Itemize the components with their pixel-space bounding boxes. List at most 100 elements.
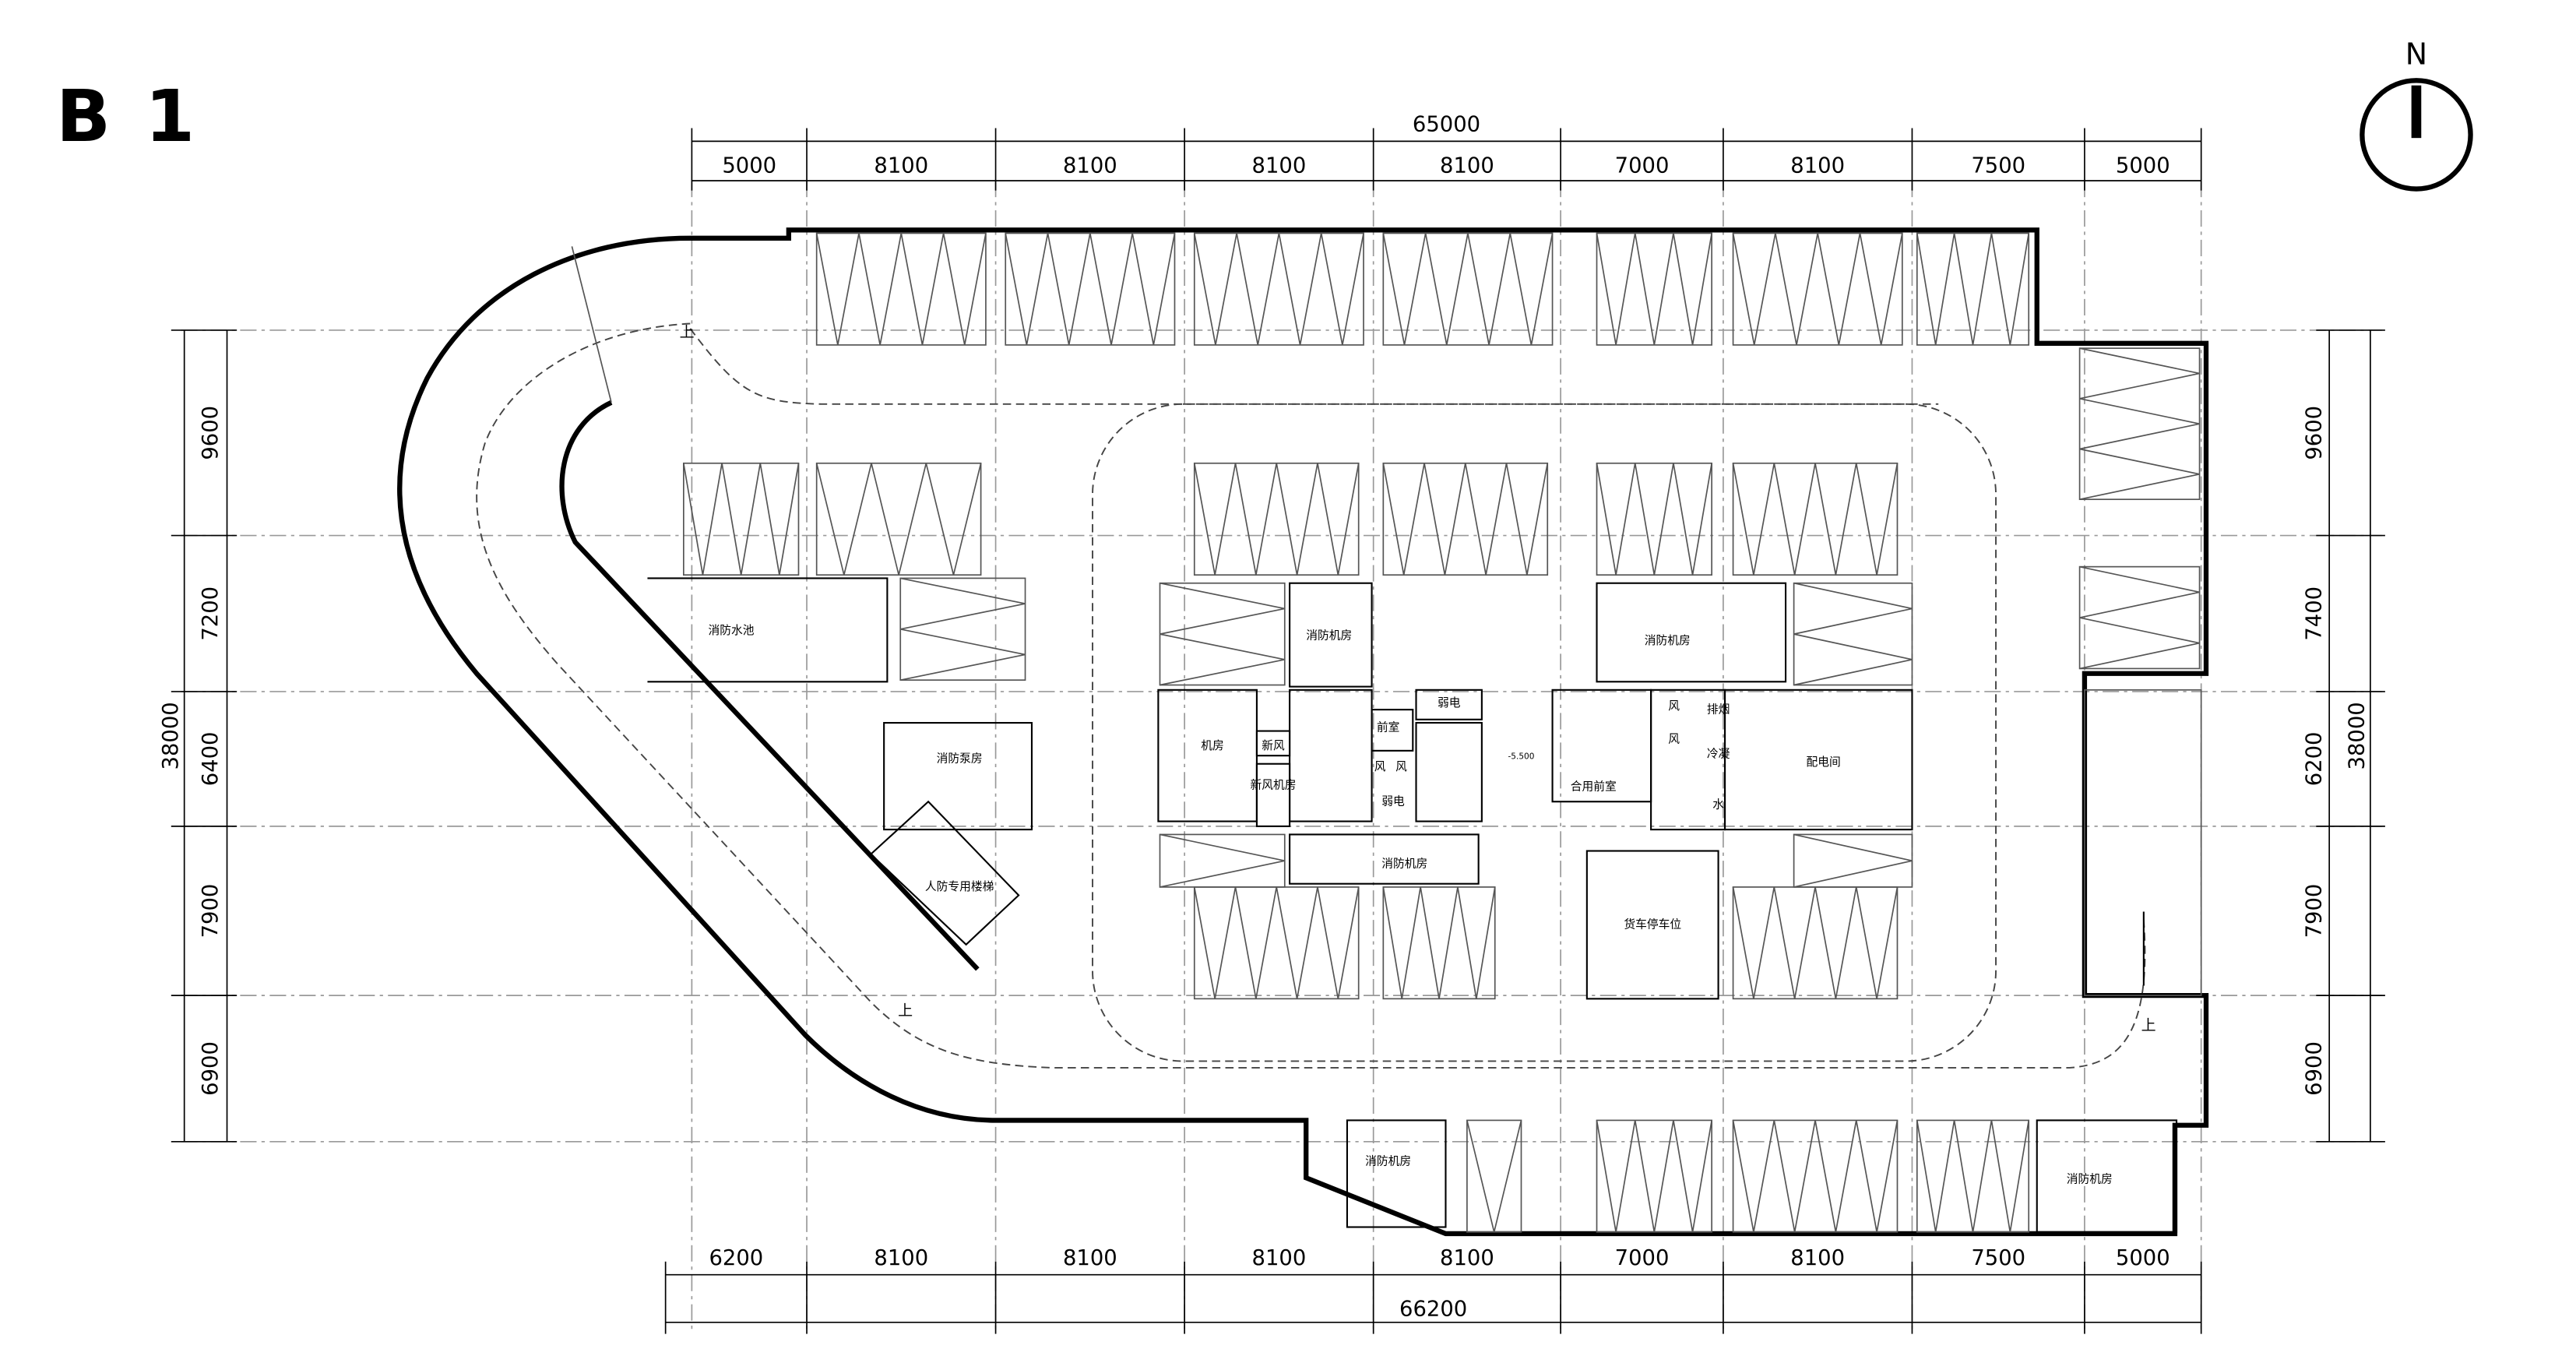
parking-stall-lines xyxy=(1596,463,1712,576)
parking-stall-lines xyxy=(1732,463,1899,576)
parking-bay xyxy=(1732,886,1899,1000)
ramp-lane xyxy=(476,322,2146,1069)
outer-wall xyxy=(397,227,2209,1237)
parking-bay xyxy=(683,462,800,576)
parking-bay xyxy=(1159,582,1286,686)
dim-top-segment: 7000 xyxy=(1615,153,1670,178)
parking-bay xyxy=(1193,462,1360,576)
dim-top-segment: 8100 xyxy=(874,153,928,178)
room-truck: 货车停车位 xyxy=(1624,918,1681,932)
room-fire-machine-3: 消防机房 xyxy=(1645,634,1691,647)
room-wind-1: 风 xyxy=(1374,760,1386,773)
dim-bottom-segment: 8100 xyxy=(874,1246,928,1270)
dim-left-segment: 6400 xyxy=(199,732,223,787)
dim-bottom-segment: 5000 xyxy=(2116,1246,2170,1270)
parking-bay xyxy=(815,462,982,576)
dim-left-segment: 7900 xyxy=(199,884,223,939)
parking-bay xyxy=(1596,232,1712,346)
room-fire-machine-5: 消防机房 xyxy=(2067,1173,2113,1186)
dim-bottom-segment: 8100 xyxy=(1063,1246,1117,1270)
parking-stall-lines xyxy=(2079,565,2200,670)
parking-stall-lines xyxy=(1596,1120,1712,1232)
parking-bay xyxy=(1382,232,1554,346)
floor-title: B 1 xyxy=(56,75,200,158)
room-fire-machine-2: 消防机房 xyxy=(1381,858,1427,871)
parking-bay xyxy=(1732,1119,1899,1233)
parking-stall-lines xyxy=(2079,347,2200,500)
room-fire-pool: 消防水池 xyxy=(709,624,755,637)
parking-stall-lines xyxy=(900,577,1026,681)
parking-stall-lines xyxy=(1160,833,1285,888)
dim-bottom-segment: 8100 xyxy=(1440,1246,1494,1270)
room-fire-pump: 消防泵房 xyxy=(937,752,983,766)
parking-stall-lines xyxy=(1382,463,1549,576)
parking-stall-lines xyxy=(1160,582,1285,686)
parking-stall-lines xyxy=(1596,233,1712,346)
level-mark: -5.500 xyxy=(1508,752,1535,761)
parking-bay xyxy=(899,577,1026,681)
north-label: N xyxy=(2405,37,2427,71)
parking-bay xyxy=(815,232,987,346)
room-smoke: 排烟 xyxy=(1707,703,1730,716)
parking-stall-lines xyxy=(1382,886,1496,999)
parking-stall-lines xyxy=(1193,886,1360,999)
right-ramp xyxy=(2084,689,2202,996)
dim-top-segment: 8100 xyxy=(1252,153,1307,178)
room-weak-elec-1: 弱电 xyxy=(1438,696,1461,710)
dim-bottom-segment: 8100 xyxy=(1790,1246,1845,1270)
room-shared-front: 合用前室 xyxy=(1571,780,1617,793)
room-fire-machine-1: 消防机房 xyxy=(1306,629,1352,642)
dim-left-segment: 9600 xyxy=(199,406,223,460)
dim-top-segment: 8100 xyxy=(1063,153,1117,178)
room-water: 水 xyxy=(1712,798,1724,812)
dim-top-segment: 7500 xyxy=(1971,153,2025,178)
parking-stall-lines xyxy=(683,463,800,576)
parking-stall-lines xyxy=(1732,233,1903,346)
parking-stall-lines xyxy=(1466,1120,1522,1233)
room-front-room: 前室 xyxy=(1377,721,1400,734)
dim-top-segment: 8100 xyxy=(1440,153,1494,178)
parking-bay xyxy=(1596,462,1712,576)
dim-top-segment: 5000 xyxy=(2116,153,2170,178)
dim-bottom-segment: 7500 xyxy=(1971,1246,2025,1270)
dim-top-segment: 8100 xyxy=(1790,153,1845,178)
dim-bottom-segment: 7000 xyxy=(1615,1246,1670,1270)
parking-bay xyxy=(1382,462,1549,576)
room-wind-4: 风 xyxy=(1668,732,1680,745)
parking-stall-lines xyxy=(1382,233,1554,346)
dim-top-segment: 5000 xyxy=(722,153,776,178)
dim-right-segment: 7400 xyxy=(2303,586,2327,641)
dim-right-segment: 6200 xyxy=(2303,732,2327,787)
dim-left-segment: 7200 xyxy=(199,586,223,641)
dim-left-segment: 6900 xyxy=(199,1041,223,1096)
parking-stall-lines xyxy=(815,463,982,576)
ramp-lane-top xyxy=(689,328,1939,405)
ramp-up-3: 上 xyxy=(2141,1016,2156,1034)
parking-bay xyxy=(1732,462,1899,576)
dim-right-segment: 6900 xyxy=(2303,1041,2327,1096)
room-fresh-air-machine: 新风机房 xyxy=(1251,778,1297,791)
ramp-up-2: 上 xyxy=(898,1002,913,1019)
room-weak-elec-2: 弱电 xyxy=(1381,794,1405,808)
room-wind-2: 风 xyxy=(1395,760,1407,773)
north-arrow: N xyxy=(2360,37,2473,192)
parking-stall-lines xyxy=(1793,582,1913,686)
parking-bay xyxy=(1193,232,1364,346)
ramp-up-1: 上 xyxy=(680,323,695,340)
dim-right-total: 38000 xyxy=(2345,702,2369,770)
parking-bay xyxy=(1159,833,1286,888)
parking-bay xyxy=(2078,347,2201,501)
parking-bay xyxy=(1466,1119,1522,1233)
dim-bottom-segment: 8100 xyxy=(1252,1246,1307,1270)
parking-stall-lines xyxy=(1193,233,1364,346)
parking-bays xyxy=(683,232,2201,1233)
dim-top-total: 65000 xyxy=(1413,113,1480,137)
parking-stall-lines xyxy=(1916,1120,2030,1232)
room-distribution: 配电间 xyxy=(1806,755,1840,769)
parking-bay xyxy=(1793,582,1913,686)
parking-bay xyxy=(1916,1119,2030,1233)
parking-stall-lines xyxy=(815,233,987,346)
room-machine: 机房 xyxy=(1201,739,1224,752)
parking-bay xyxy=(1732,232,1903,346)
